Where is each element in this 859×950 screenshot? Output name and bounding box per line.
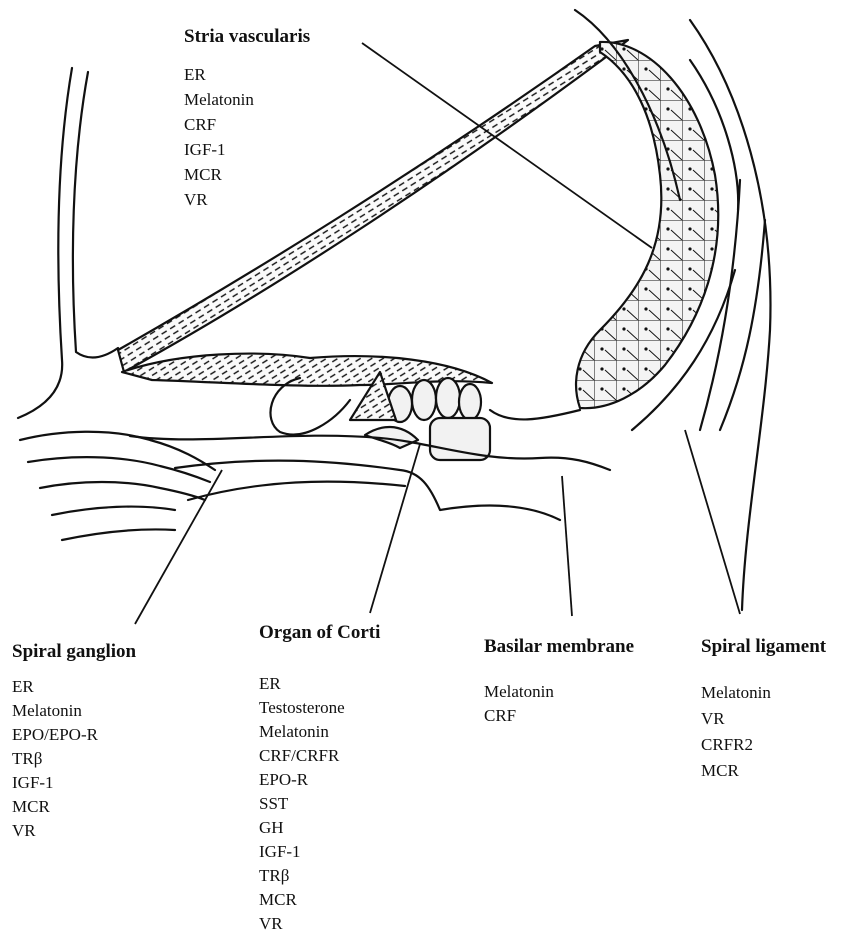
basilar-item: CRF [484,704,634,728]
ganglion-item: TRβ [12,747,136,771]
ganglion-item: MCR [12,795,136,819]
stria-item: Melatonin [184,87,310,112]
basilar-item: Melatonin [484,680,634,704]
spiral-lamina-line [188,482,405,500]
corti-item: TRβ [259,864,380,888]
organ-of-corti-title: Organ of Corti [259,622,380,644]
ganglion-item: VR [12,819,136,843]
corti-item: EPO-R [259,768,380,792]
stria-leader [362,43,652,248]
stria-vascularis-title: Stria vascularis [184,26,310,48]
ganglion-item: EPO/EPO-R [12,723,136,747]
stria-item: IGF-1 [184,137,310,162]
ligament-item: VR [701,706,826,732]
corti-item: GH [259,816,380,840]
ligament-leader [685,430,740,614]
spiral-limbus [122,354,492,386]
spiral-ganglion-label: Spiral ganglion ER Melatonin EPO/EPO-R T… [12,641,136,843]
ligament-arc-2 [690,20,770,610]
corti-item: CRF/CRFR [259,744,380,768]
spiral-ligament-title: Spiral ligament [701,636,826,658]
spiral-ganglion-title: Spiral ganglion [12,641,136,663]
stria-item: ER [184,62,310,87]
left-wall-inner [73,72,118,358]
corti-item: SST [259,792,380,816]
stria-vascularis-shape [576,42,718,408]
ganglion-item: Melatonin [12,699,136,723]
nerve-fibers [20,432,215,540]
left-wall-outer [18,68,72,418]
basilar-membrane [490,410,580,419]
organ-of-corti-label: Organ of Corti ER Testosterone Melatonin… [259,622,380,936]
basilar-leader [562,476,572,616]
spiral-ligament-label: Spiral ligament Melatonin VR CRFR2 MCR [701,636,826,784]
basilar-membrane-title: Basilar membrane [484,636,634,658]
corti-item: MCR [259,888,380,912]
corti-item: Melatonin [259,720,380,744]
corti-item: ER [259,672,380,696]
ganglion-item: ER [12,675,136,699]
ligament-item: Melatonin [701,680,826,706]
ganglion-item: IGF-1 [12,771,136,795]
stria-item: MCR [184,162,310,187]
corti-item: VR [259,912,380,936]
ligament-item: CRFR2 [701,732,826,758]
corti-item: Testosterone [259,696,380,720]
stria-item: CRF [184,112,310,137]
corti-item: IGF-1 [259,840,380,864]
stria-item: VR [184,187,310,212]
basilar-membrane-label: Basilar membrane Melatonin CRF [484,636,634,728]
ligament-item: MCR [701,758,826,784]
stria-vascularis-label: Stria vascularis ER Melatonin CRF IGF-1 … [184,26,310,212]
ligament-arc-5 [720,220,765,430]
